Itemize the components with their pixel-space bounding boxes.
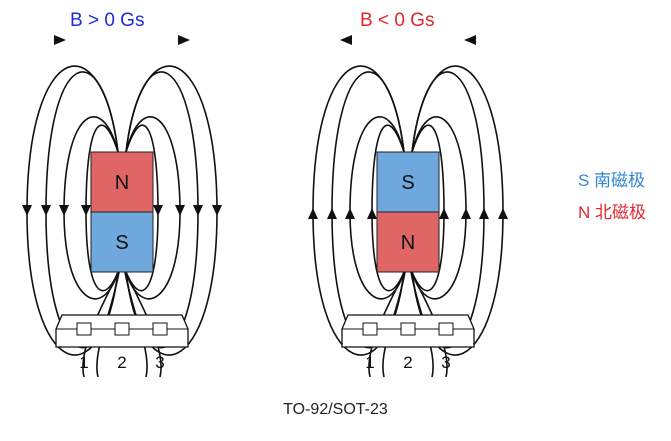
- package-caption: TO-92/SOT-23: [283, 401, 388, 418]
- field-arrow: [41, 205, 51, 216]
- sensor-pin-pad: [76, 322, 92, 336]
- magnet-bottom-label: S: [115, 232, 128, 254]
- magnet-top-pole: [376, 151, 440, 213]
- right-panel: S N 1 2 3: [308, 35, 508, 378]
- sensor-pin-pad: [114, 322, 130, 336]
- pin-label: 2: [403, 353, 412, 372]
- field-arrow: [54, 35, 66, 45]
- field-arrow: [22, 205, 32, 216]
- magnet-bottom-pole: [376, 211, 440, 273]
- field-arrow: [464, 35, 476, 45]
- right-panel-title: B < 0 Gs: [360, 10, 435, 31]
- sensor-pin-pad: [400, 322, 416, 336]
- field-arrow: [340, 35, 352, 45]
- magnet-top-pole: [90, 151, 154, 213]
- field-arrow: [367, 208, 377, 219]
- magnet-top-label: S: [401, 172, 414, 194]
- field-arrow: [498, 208, 508, 219]
- legend-south: S 南磁极: [578, 171, 646, 190]
- pin-label: 3: [155, 353, 164, 372]
- field-arrow: [193, 205, 203, 216]
- pin-label: 3: [441, 353, 450, 372]
- left-panel: N S 1 2 3: [22, 35, 222, 378]
- field-arrow: [439, 208, 449, 219]
- pin-label: 1: [79, 353, 88, 372]
- field-arrow: [461, 208, 471, 219]
- sensor-pin-pad: [152, 322, 168, 336]
- magnet-top-label: N: [115, 172, 129, 194]
- pin-label: 1: [365, 353, 374, 372]
- left-panel-title: B > 0 Gs: [70, 10, 145, 31]
- field-arrow: [59, 205, 69, 216]
- field-arrow: [308, 208, 318, 219]
- field-arrow: [212, 205, 222, 216]
- field-arrow: [345, 208, 355, 219]
- field-arrow: [327, 208, 337, 219]
- sensor-pin-pad: [362, 322, 378, 336]
- field-arrow: [175, 205, 185, 216]
- magnet-bottom-label: N: [401, 232, 415, 254]
- magnet-bottom-pole: [90, 211, 154, 273]
- field-arrow: [479, 208, 489, 219]
- field-arrow: [81, 205, 91, 216]
- sensor-pin-pad: [438, 322, 454, 336]
- legend-north: N 北磁极: [578, 203, 646, 222]
- field-arrow: [153, 205, 163, 216]
- pin-label: 2: [117, 353, 126, 372]
- field-arrow: [178, 35, 190, 45]
